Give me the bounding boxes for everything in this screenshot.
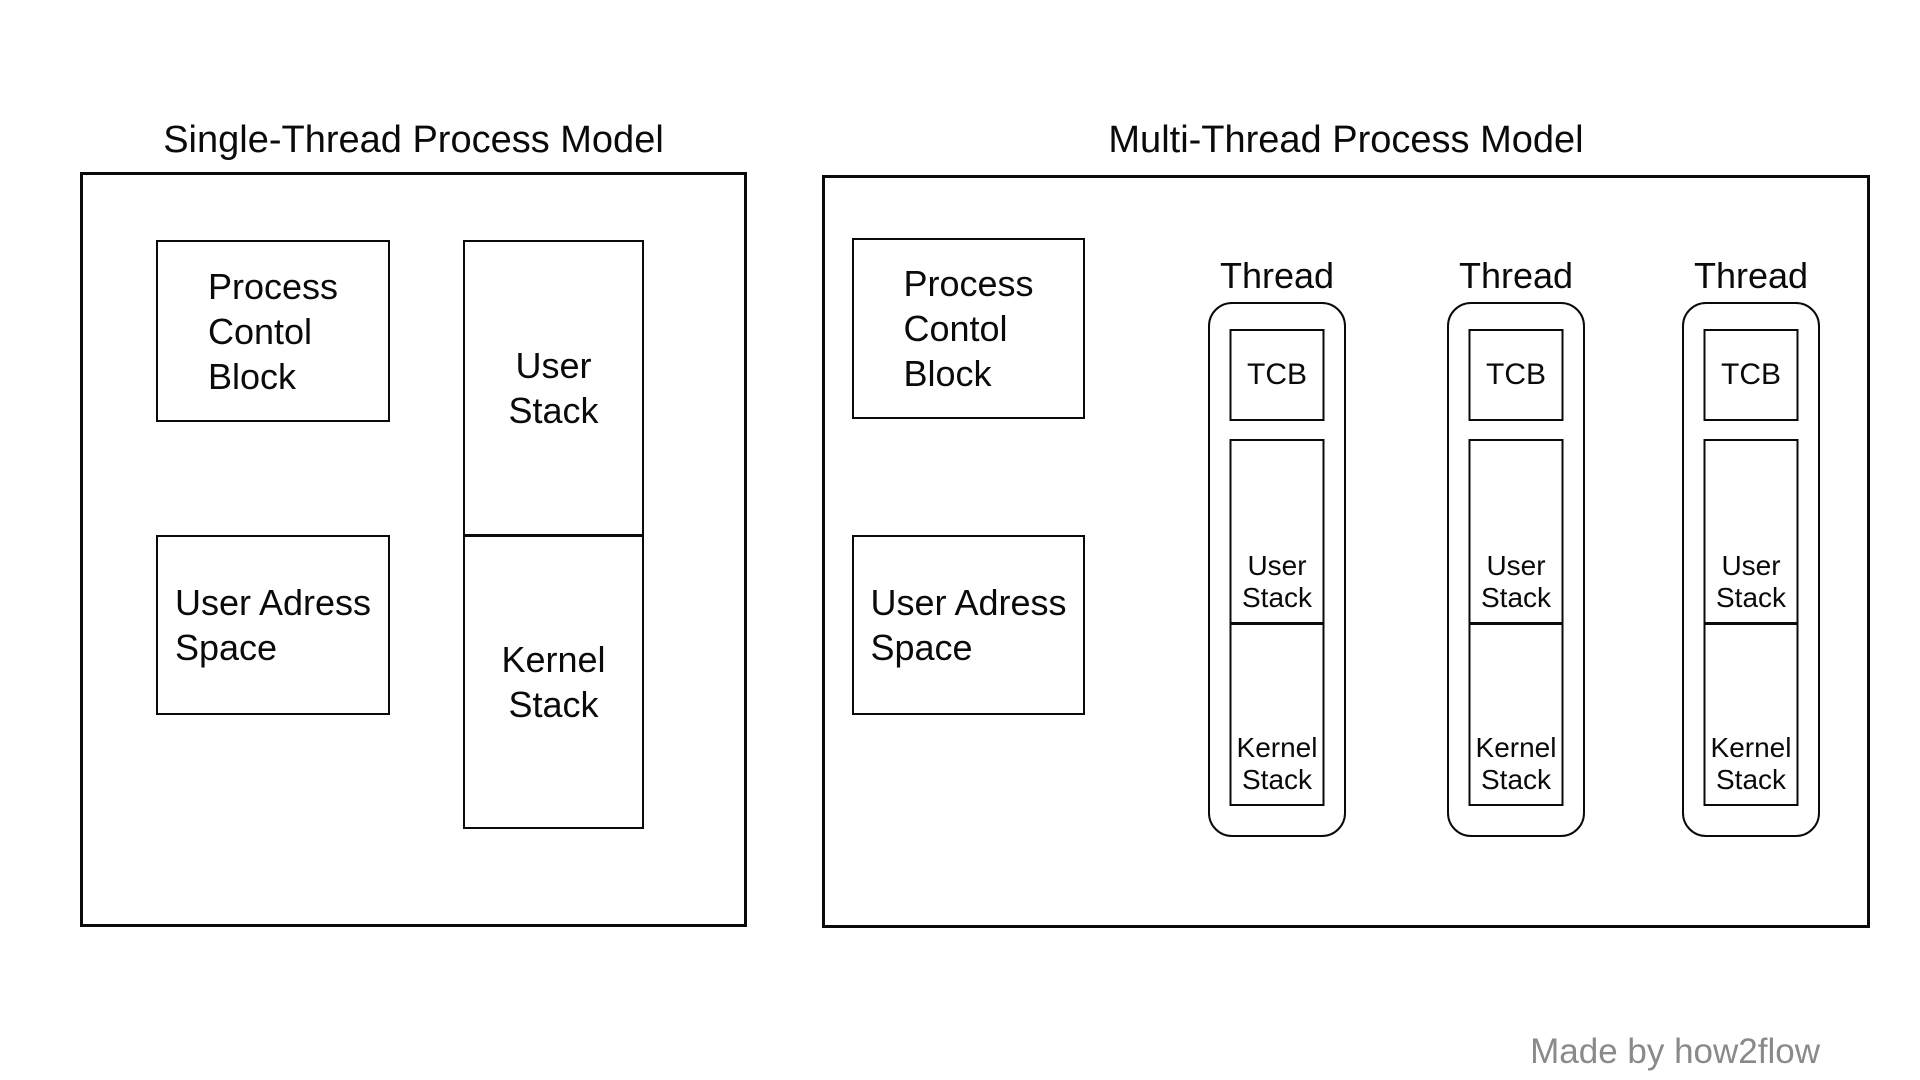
single-thread-user-address-space: User Adress Space xyxy=(156,535,390,715)
user-address-space-label: User Adress Space xyxy=(870,582,1067,668)
thread-1-kernel-stack: Kernel Stack xyxy=(1231,622,1323,804)
thread-1-tcb: TCB xyxy=(1229,329,1325,421)
thread-2-kernel-stack: Kernel Stack xyxy=(1470,622,1562,804)
thread-1-stack-column: User Stack Kernel Stack xyxy=(1229,439,1325,806)
multi-thread-title: Multi-Thread Process Model xyxy=(1108,119,1584,161)
single-thread-process-control-block: Process Contol Block xyxy=(156,240,390,422)
thread-1-user-stack: User Stack xyxy=(1241,550,1313,613)
thread-3-kernel-stack: Kernel Stack xyxy=(1705,622,1797,804)
multi-thread-process-control-block: Process Contol Block xyxy=(852,238,1085,419)
thread-2-user-stack: User Stack xyxy=(1480,550,1552,613)
thread-3-tcb: TCB xyxy=(1703,329,1799,421)
single-thread-stack-column: User Stack Kernel Stack xyxy=(463,240,644,829)
multi-thread-user-address-space: User Adress Space xyxy=(852,535,1085,715)
thread-2-container: TCB User Stack Kernel Stack xyxy=(1447,302,1585,837)
single-thread-title: Single-Thread Process Model xyxy=(163,119,664,161)
user-address-space-label: User Adress Space xyxy=(174,582,372,668)
thread-2-stack-column: User Stack Kernel Stack xyxy=(1468,439,1564,806)
thread-2-label: Thread xyxy=(1458,255,1574,296)
thread-3-label: Thread xyxy=(1693,255,1809,296)
thread-3-user-stack: User Stack xyxy=(1715,550,1787,613)
kernel-stack-section: Kernel Stack xyxy=(465,534,642,827)
process-control-block-label: Process Contol Block xyxy=(903,263,1034,394)
thread-3-stack-column: User Stack Kernel Stack xyxy=(1703,439,1799,806)
thread-2-tcb: TCB xyxy=(1468,329,1564,421)
thread-1-container: TCB User Stack Kernel Stack xyxy=(1208,302,1346,837)
process-control-block-label: Process Contol Block xyxy=(207,265,339,397)
credit-text: Made by how2flow xyxy=(1530,1032,1820,1071)
thread-3-container: TCB User Stack Kernel Stack xyxy=(1682,302,1820,837)
user-stack-section: User Stack xyxy=(508,345,599,431)
thread-1-label: Thread xyxy=(1219,255,1335,296)
